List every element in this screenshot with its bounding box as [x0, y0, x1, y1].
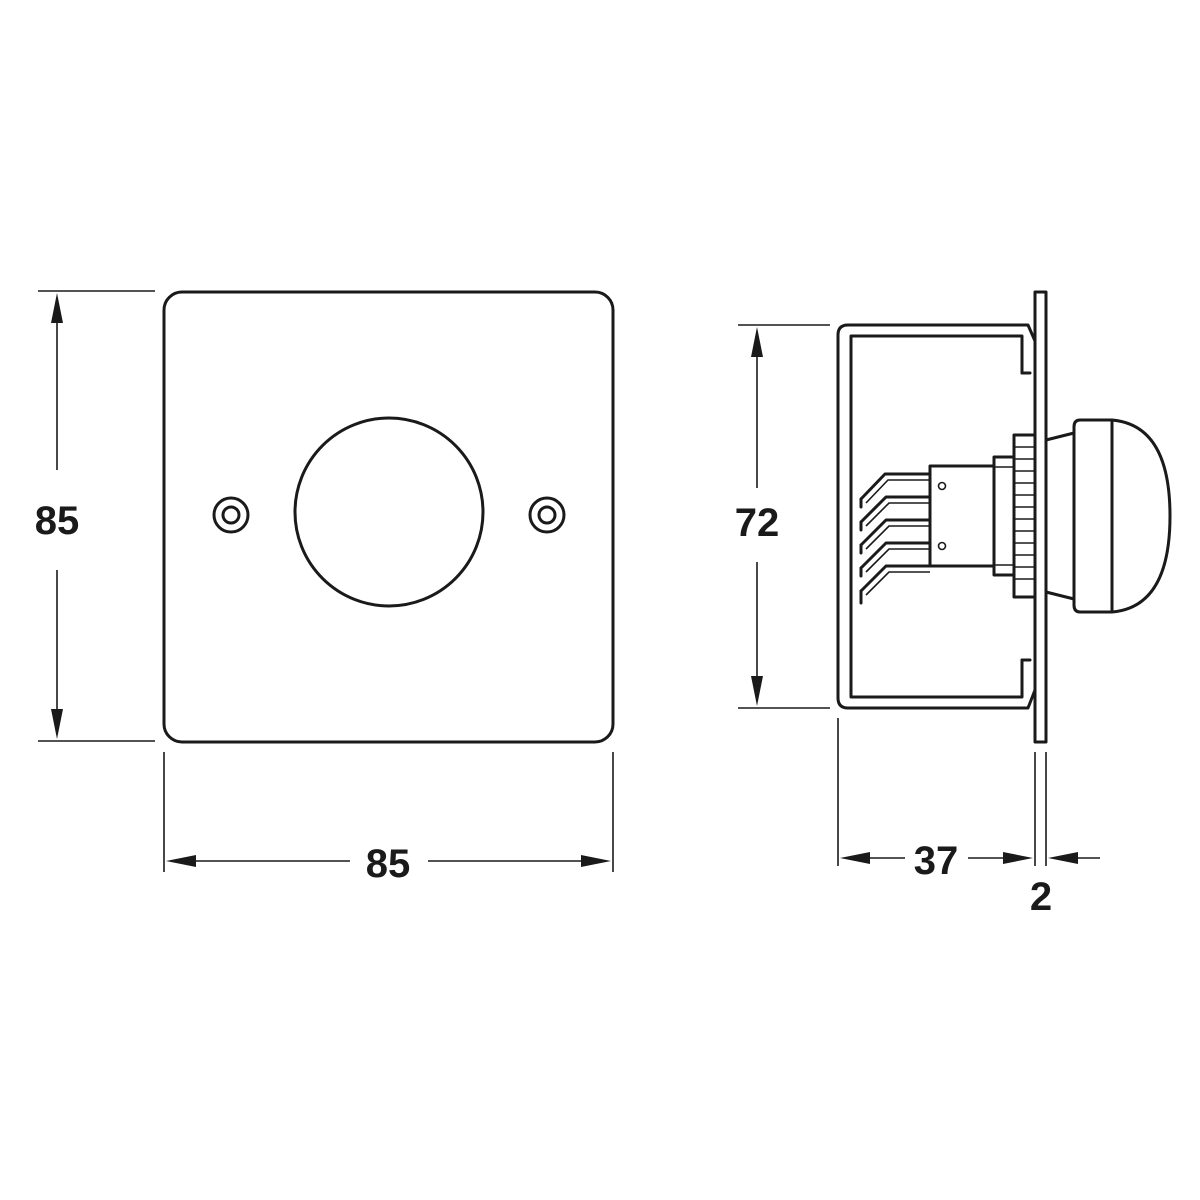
terminal-screw-bottom-icon	[937, 541, 947, 551]
switch-body	[928, 464, 996, 568]
side-height-label: 72	[735, 501, 780, 545]
side-view	[836, 290, 1172, 744]
front-width-dimension: 85	[163, 752, 614, 886]
side-depth-label: 37	[914, 839, 959, 883]
front-height-label: 85	[35, 499, 80, 543]
front-plate	[162, 290, 615, 744]
front-view	[162, 290, 615, 744]
push-button-face	[293, 416, 485, 608]
front-width-label: 85	[366, 842, 411, 886]
terminal-contacts	[859, 472, 932, 605]
button-dome	[1072, 418, 1172, 614]
terminal-screw-top-icon	[937, 481, 947, 491]
switch-body-collar	[992, 455, 1016, 577]
collar-lines	[994, 466, 1014, 566]
nut-thread-lines	[1014, 446, 1035, 580]
front-height-dimension: 85	[35, 290, 155, 742]
plate-thickness-label: 2	[1030, 875, 1052, 919]
right-screw-icon	[528, 496, 566, 534]
side-depth-dimension: 37	[837, 718, 1036, 883]
side-height-dimension: 72	[735, 324, 830, 709]
plate-thickness-dimension: 2	[1030, 752, 1100, 919]
left-screw-icon	[212, 496, 250, 534]
back-box	[836, 323, 1037, 710]
side-face-plate	[1033, 290, 1048, 744]
